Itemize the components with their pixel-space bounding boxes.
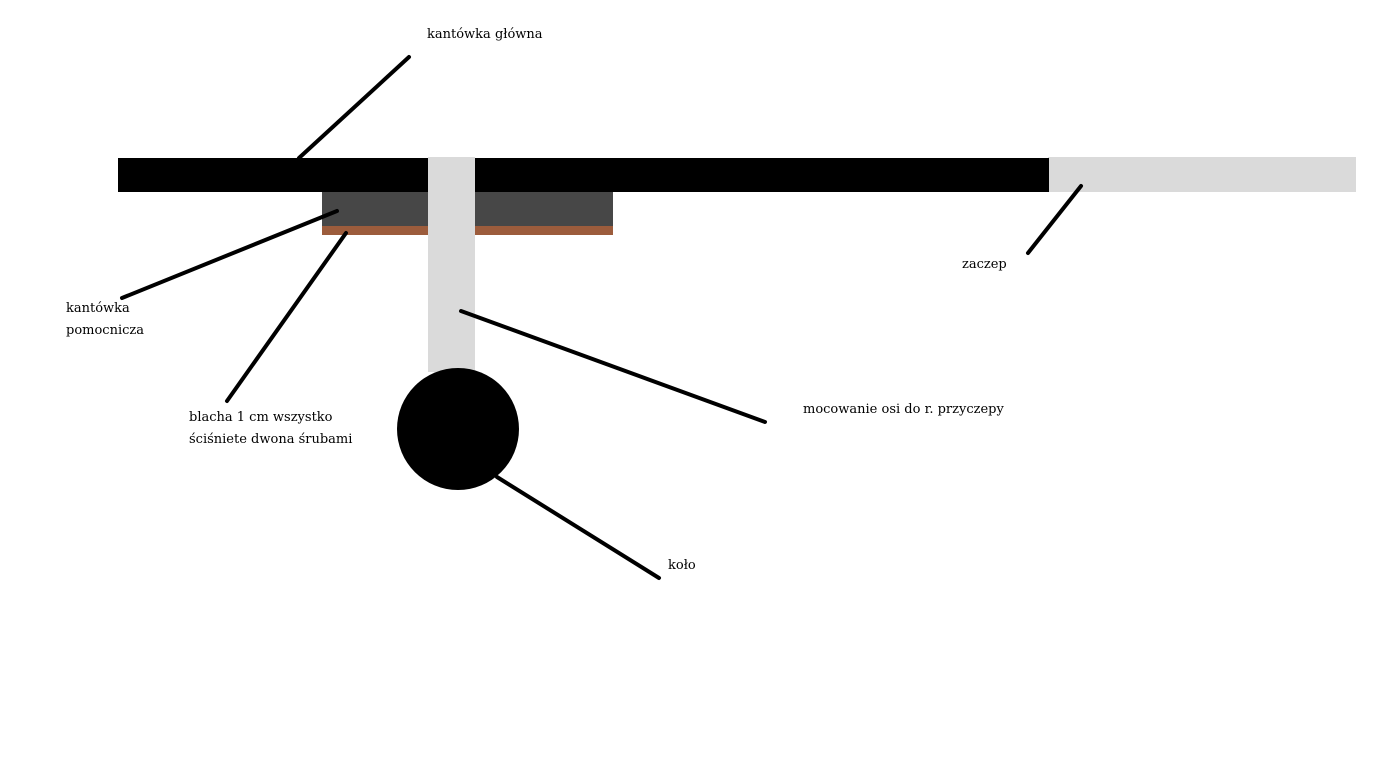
leader-hitch [1026,184,1083,255]
label-wheel: koło [668,558,696,573]
leader-axle-mount [459,309,767,424]
leader-lines [120,55,1083,580]
leader-wheel [495,475,661,580]
axle-mount [428,157,475,372]
leader-steel-plate [225,231,348,403]
label-axle-mount: mocowanie osi do r. przyczepy [803,402,1004,417]
hitch-bar [1048,157,1356,192]
label-auxiliary-beam: kantówka pomocnicza [66,301,144,338]
label-steel-plate: blacha 1 cm wszystko ściśniete dwona śru… [189,410,353,447]
leader-main-beam [297,55,411,160]
main-beam [118,158,1049,192]
wheel [397,368,519,490]
label-hitch: zaczep [962,257,1007,272]
leader-auxiliary-beam [120,209,339,300]
label-main-beam: kantówka główna [427,27,543,42]
